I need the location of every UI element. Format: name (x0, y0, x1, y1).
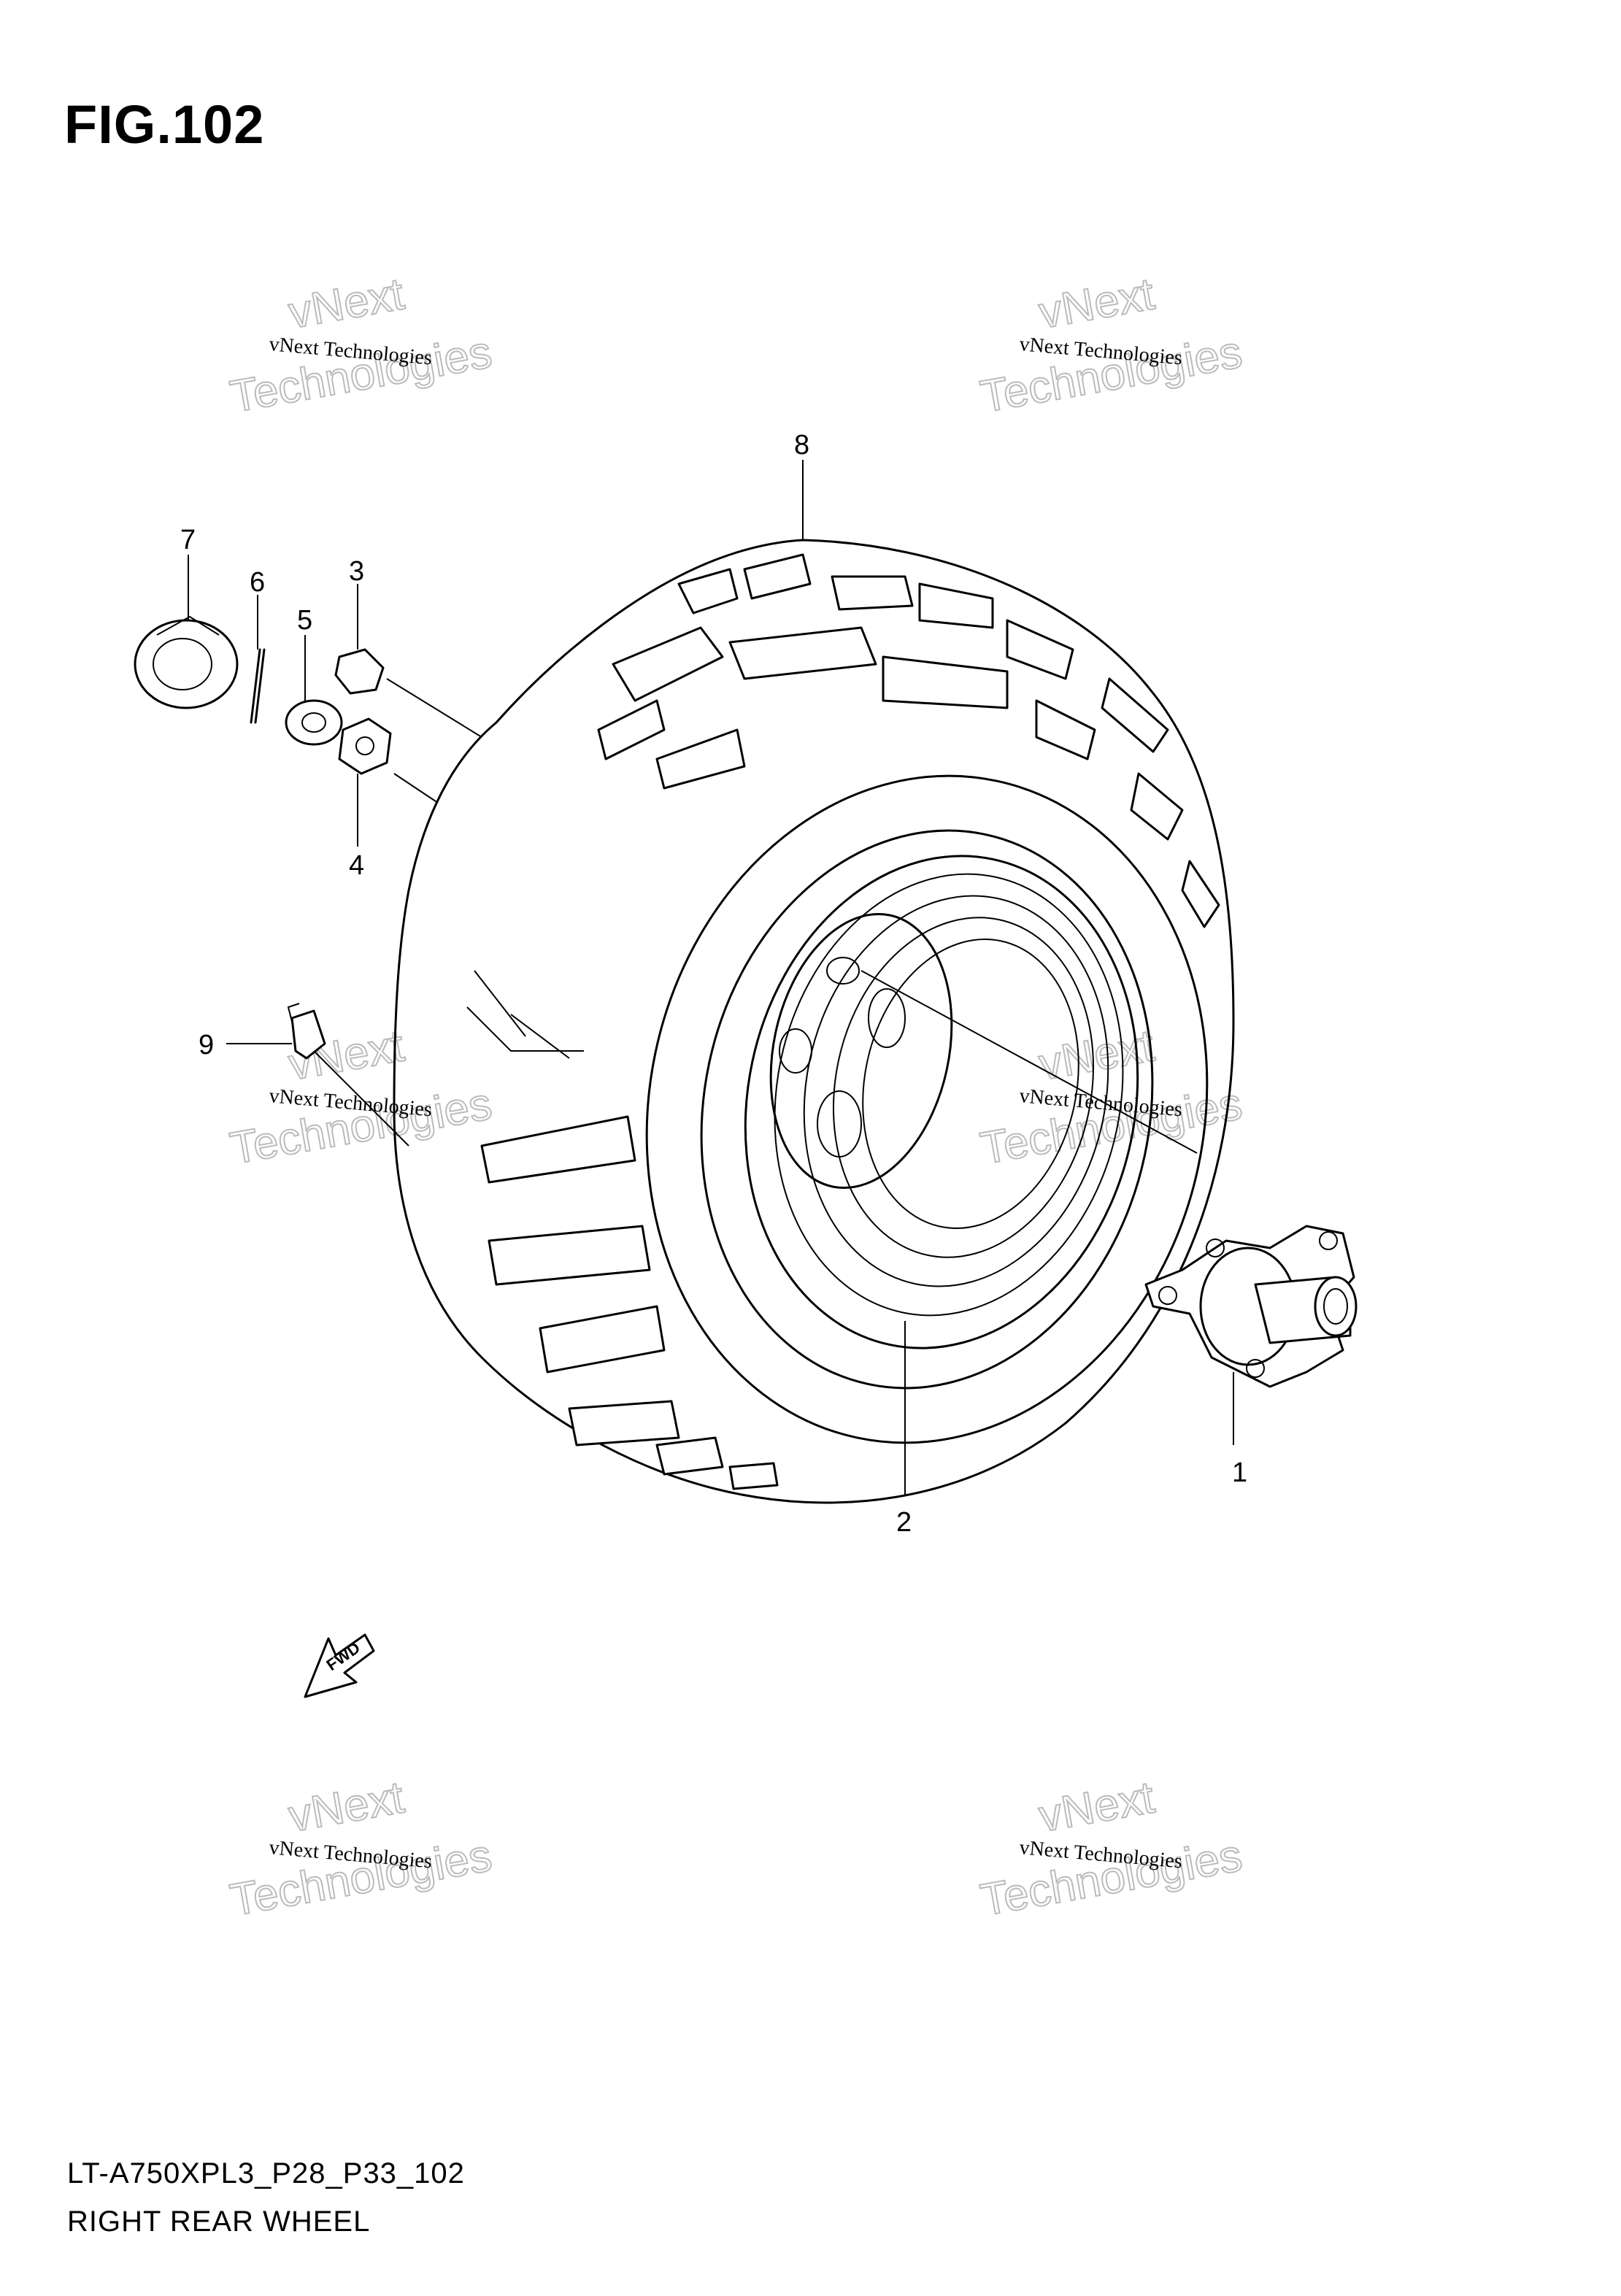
wheel-cap (134, 615, 239, 709)
castle-nut (285, 699, 343, 746)
watermark-top-left: vNext Technologies vNext Technologies (226, 268, 496, 423)
leader-lines (188, 460, 1234, 1496)
callout-3: 3 (349, 556, 364, 587)
tire (393, 539, 1235, 1504)
nut (334, 648, 385, 695)
callout-8: 8 (794, 430, 809, 461)
drawing-name: RIGHT REAR WHEEL (67, 2206, 371, 2238)
drawing-code: LT-A750XPL3_P28_P33_102 (67, 2157, 465, 2189)
svg-text:vNext: vNext (285, 269, 407, 338)
watermark-bottom-left: vNext Technologies vNext Technologies (226, 1771, 496, 1926)
callout-5: 5 (297, 605, 312, 636)
svg-text:vNext: vNext (1035, 1772, 1158, 1841)
svg-text:vNext: vNext (1035, 269, 1158, 338)
watermark-top-right: vNext Technologies vNext Technologies (976, 268, 1246, 423)
fwd-arrow-icon: FWD (304, 1633, 375, 1698)
washer (338, 717, 392, 775)
callout-1: 1 (1232, 1457, 1247, 1488)
wheel-hub (1144, 1225, 1358, 1388)
callout-6: 6 (250, 567, 265, 598)
callout-2: 2 (896, 1507, 912, 1538)
cotter-pin (250, 648, 266, 724)
watermark-bottom-right: vNext Technologies vNext Technologies (976, 1771, 1246, 1926)
callout-9: 9 (199, 1030, 214, 1060)
valve-stem (287, 1003, 326, 1060)
svg-text:vNext: vNext (1035, 1020, 1158, 1090)
svg-text:vNext: vNext (285, 1772, 407, 1841)
callout-7: 7 (180, 525, 196, 555)
callout-4: 4 (349, 850, 364, 881)
figure-title: FIG.102 (64, 94, 265, 155)
